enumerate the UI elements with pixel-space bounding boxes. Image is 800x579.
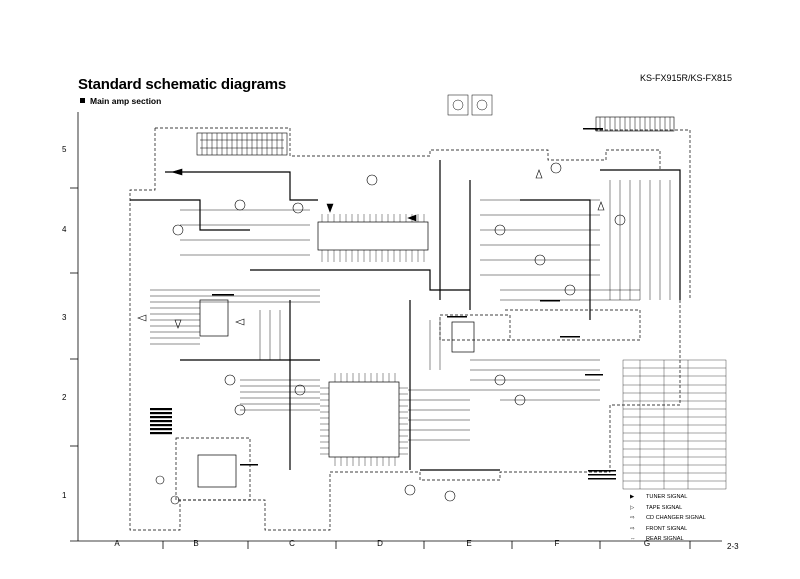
sub-block-lower-left — [175, 437, 251, 501]
note-icons — [447, 94, 493, 116]
section-label-text: Main amp section — [90, 96, 162, 106]
label-glyphs — [212, 128, 616, 480]
legend-label: TUNER SIGNAL — [646, 494, 688, 500]
ic-main-processor — [328, 381, 400, 458]
sub-block-mid — [439, 314, 511, 341]
double-arrow-icon: ⇔ — [630, 536, 636, 543]
ic-main-pins — [320, 373, 408, 466]
row-label-4: 4 — [62, 225, 67, 234]
ic-lower-left — [197, 454, 237, 488]
legend-label: CD CHANGER SIGNAL — [646, 515, 706, 522]
section-label: Main amp section — [80, 96, 161, 106]
legend-item-tape: ▷ TAPE SIGNAL — [630, 503, 706, 514]
col-label-e: E — [466, 539, 472, 548]
resistor-array — [150, 408, 172, 435]
legend-label: TAPE SIGNAL — [646, 504, 683, 511]
solid-arrow-icon: ▶ — [630, 494, 635, 500]
model-number: KS-FX915R/KS-FX815 — [639, 73, 732, 83]
col-label-d: D — [377, 539, 383, 548]
row-label-2: 2 — [62, 393, 67, 402]
board-outline-top — [155, 127, 661, 170]
row-label-1: 1 — [62, 491, 67, 500]
row-label-3: 3 — [62, 313, 67, 322]
signal-legend: ▶ TUNER SIGNAL ▷ TAPE SIGNAL ⇨ CD CHANGER S… — [630, 492, 706, 545]
col-label-b: B — [193, 539, 199, 548]
ic-top — [317, 221, 429, 251]
column-ticks — [162, 541, 691, 549]
hollow-arrow-icon: ▷ — [630, 504, 635, 511]
ic-left — [199, 299, 229, 337]
sub-block-right — [505, 309, 641, 341]
legend-item-rear: ⇔ REAR SIGNAL — [630, 534, 706, 545]
dotted-arrow-icon: ⇨ — [630, 515, 635, 522]
bus-wires — [130, 160, 681, 471]
transistors — [155, 162, 626, 505]
connector-top-pins — [201, 133, 283, 155]
connector-top-right-pins — [599, 117, 671, 131]
row-ticks — [70, 187, 78, 447]
dashed-arrow-icon: ⇨ — [630, 525, 635, 532]
signal-wires — [150, 180, 671, 441]
legend-label: FRONT SIGNAL — [646, 525, 688, 532]
resistor-table-grid — [622, 359, 727, 490]
ic-mid — [451, 321, 475, 353]
col-label-a: A — [114, 539, 120, 548]
board-outline-right — [595, 129, 691, 300]
page-number: 2-3 — [727, 542, 739, 551]
signal-arrows — [137, 168, 605, 329]
bullet-square-icon — [80, 98, 85, 103]
col-label-c: C — [289, 539, 295, 548]
row-label-5: 5 — [62, 145, 67, 154]
board-outline-main — [129, 128, 681, 531]
legend-item-tuner: ▶ TUNER SIGNAL — [630, 492, 706, 503]
col-label-g: G — [643, 539, 651, 548]
col-label-f: F — [554, 539, 560, 548]
ic-top-pins — [321, 214, 425, 262]
legend-item-front: ⇨ FRONT SIGNAL — [630, 524, 706, 535]
legend-item-cd-changer: ⇨ CD CHANGER SIGNAL — [630, 513, 706, 524]
page-title: Standard schematic diagrams — [78, 76, 287, 93]
legend-label: REAR SIGNAL — [646, 536, 684, 543]
